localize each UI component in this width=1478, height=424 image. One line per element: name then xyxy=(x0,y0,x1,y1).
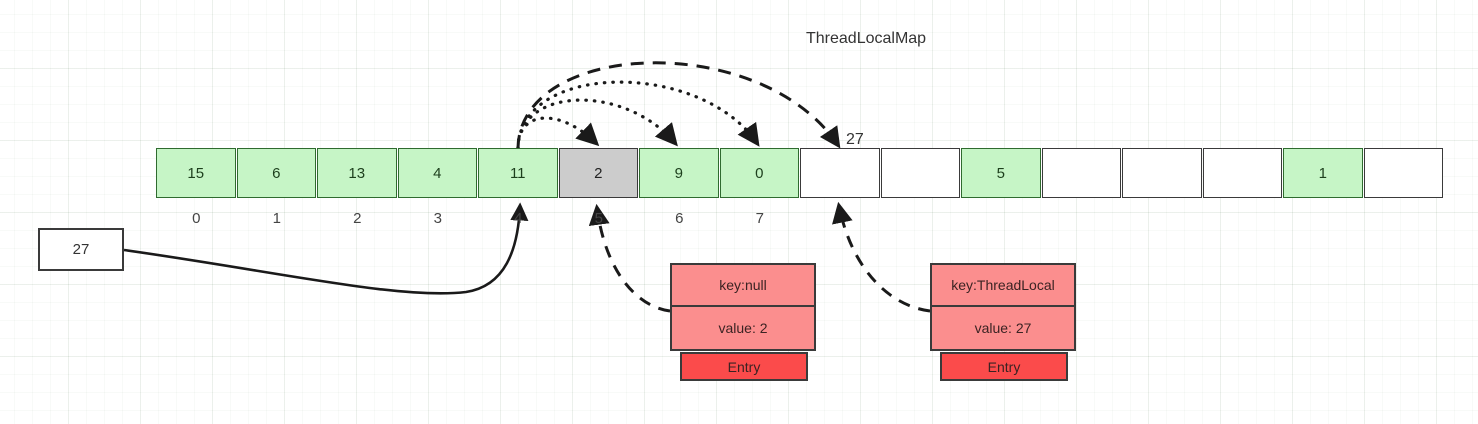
table-slot-11 xyxy=(1041,148,1121,198)
link-entry-null-to-slot-5 xyxy=(588,203,671,313)
table-slot-15 xyxy=(1363,148,1443,198)
entry-body: key:ThreadLocal value: 27 xyxy=(930,263,1076,351)
index-label-2: 2 xyxy=(353,210,362,227)
index-label-1: 1 xyxy=(272,210,281,227)
entry-type-label: Entry xyxy=(680,352,808,381)
arc-probe-to-slot-6 xyxy=(516,98,678,150)
table-slot-3: 4 xyxy=(397,148,477,198)
entry-body: key:null value: 2 xyxy=(670,263,816,351)
entry-card-live: key:ThreadLocal value: 27 Entry xyxy=(930,263,1076,381)
entry-key: key:ThreadLocal xyxy=(932,265,1074,307)
arc-probe-to-slot-7 xyxy=(516,80,760,150)
table-slot-4: 11 xyxy=(478,148,558,198)
entry-card-stale: key:null value: 2 Entry xyxy=(670,263,816,381)
entry-type-label: Entry xyxy=(940,352,1068,381)
link-entry-threadlocal-to-slot-8 xyxy=(832,201,931,313)
link-value-to-slot-4 xyxy=(123,202,529,295)
table-slot-14: 1 xyxy=(1283,148,1363,198)
entry-value: value: 27 xyxy=(932,307,1074,349)
table-slot-5: 2 xyxy=(558,148,638,198)
index-label-6: 6 xyxy=(675,210,684,227)
table-slot-8 xyxy=(800,148,880,198)
arc-probe-to-slot-8 xyxy=(516,61,841,149)
entry-value: value: 2 xyxy=(672,307,814,349)
table-slot-6: 9 xyxy=(639,148,719,198)
index-label-row: 0 1 2 3 4 5 6 7 xyxy=(156,210,800,227)
input-value-box: 27 xyxy=(38,228,124,271)
arc-probe-to-slot-5 xyxy=(516,116,600,150)
index-label-0: 0 xyxy=(192,210,201,227)
table-slot-9 xyxy=(880,148,960,198)
table-slot-13 xyxy=(1202,148,1282,198)
index-label-4: 4 xyxy=(514,210,523,227)
index-label-5: 5 xyxy=(594,210,603,227)
index-label-7: 7 xyxy=(755,210,764,227)
table-slot-0: 15 xyxy=(156,148,236,198)
slot-8-marker-label: 27 xyxy=(846,131,864,148)
entry-key: key:null xyxy=(672,265,814,307)
table-slot-7: 0 xyxy=(719,148,799,198)
diagram-title: ThreadLocalMap xyxy=(806,30,927,47)
table-slot-1: 6 xyxy=(236,148,316,198)
index-label-3: 3 xyxy=(433,210,442,227)
table-slot-12 xyxy=(1122,148,1202,198)
table-slot-10: 5 xyxy=(961,148,1041,198)
table-slot-2: 13 xyxy=(317,148,397,198)
